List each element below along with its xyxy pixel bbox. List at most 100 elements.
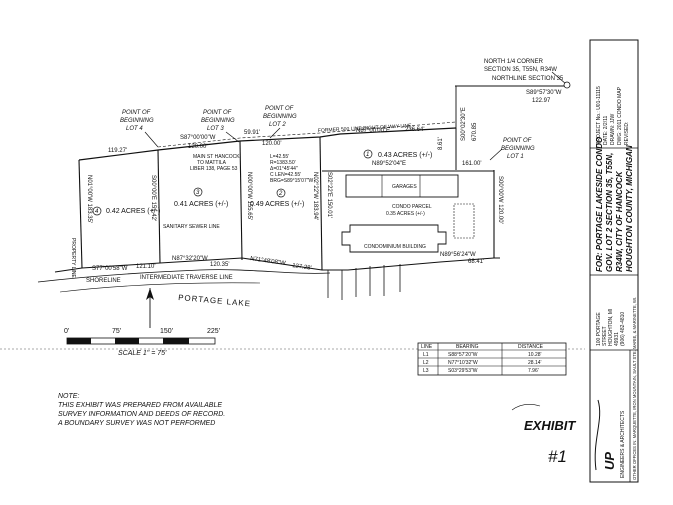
side-2: N02°22'W 183.94' xyxy=(312,172,318,220)
firm-offices: OTHER OFFICES IN: MARQUETTE, IRON MOUNTA… xyxy=(632,297,637,480)
dim-127-28: 127.28' xyxy=(292,263,312,272)
address-l1: 100 PORTAGE xyxy=(596,312,602,346)
lot4-lot3-line xyxy=(157,149,161,264)
title-line2: GOV. LOT 2 SECTION 35, T55N, xyxy=(605,153,614,272)
note-line3: A BOUNDARY SURVEY WAS NOT PERFORMED xyxy=(57,420,215,427)
line-table-row: S88°57'20"W xyxy=(448,352,478,358)
scale-75: 75' xyxy=(112,328,121,335)
dim-n87b: N87°32'20"W xyxy=(172,256,208,262)
side-2b: S02°22'E 150.01' xyxy=(326,172,332,218)
north-corner-marker xyxy=(563,81,571,89)
dim-n89: N89°52'04"E xyxy=(372,161,406,167)
line-table-row: L3 xyxy=(423,368,429,374)
dim-s87: S87°00'00"W xyxy=(180,135,216,141)
exhibit-number: #1 xyxy=(548,447,567,466)
dim-236-64: 236.64' xyxy=(405,127,425,133)
dim-120-35: 120.35' xyxy=(210,262,230,268)
project-number: PROJECT No.: U01-11115 xyxy=(596,86,602,145)
line-table-row: 7.96' xyxy=(528,368,539,374)
scale-bar: 0' 75' 150' 225' SCALE 1" = 75' xyxy=(64,328,220,357)
project-drawn: DRAWN: JJW xyxy=(610,114,616,145)
scale-text: SCALE 1" = 75' xyxy=(118,350,167,357)
pob-lot1-l3: LOT 1 xyxy=(507,154,524,160)
condo-parcel-label: CONDO PARCEL xyxy=(392,204,432,210)
curve-r: R=1383.50' xyxy=(270,160,296,166)
address-l5: (906) 482-4810 xyxy=(620,312,626,346)
offset-bearing: S00°02'30"E xyxy=(461,107,467,141)
project-revised: REVISED: xyxy=(624,122,630,145)
pob-lot1-leader xyxy=(489,148,503,161)
scale-0: 0' xyxy=(64,328,69,335)
title-block: PROJECT No.: U01-11115 DATE: 2/2/11 DRAW… xyxy=(589,39,639,483)
north-boundary-line xyxy=(78,127,457,161)
firm-name: ENGINEERS & ARCHITECTS xyxy=(620,410,626,478)
title-project-info: PROJECT No.: U01-11115 DATE: 2/2/11 DRAW… xyxy=(596,86,630,145)
dim-n87: N87°00'00"E xyxy=(356,128,390,134)
title-address: 100 PORTAGE STREET HOUGHTON, MI 49931 (9… xyxy=(596,309,626,346)
north-corner-line1: NORTH 1/4 CORNER xyxy=(484,59,544,65)
side-3a: S00°00'E 151.42' xyxy=(150,175,156,221)
title-line1: FOR: PORTAGE LAKESIDE CONDO xyxy=(595,136,604,272)
traverse-label: INTERMEDIATE TRAVERSE LINE xyxy=(140,275,233,281)
curve-data: L=42.55' R=1383.50' Δ=01°45'44" C LEN=42… xyxy=(270,154,314,184)
address-l4: 49931 xyxy=(614,332,620,346)
pob-lot4: POINT OF BEGINNING LOT 4 xyxy=(120,110,159,148)
pob-lot2-l3: LOT 2 xyxy=(269,122,286,128)
lot2-number: 2 xyxy=(278,191,283,197)
note-line2: SURVEY INFORMATION AND DEEDS OF RECORD. xyxy=(58,411,225,418)
dim-n89b: N89°56'24"W xyxy=(440,252,476,258)
exhibit-label: EXHIBIT xyxy=(524,418,576,433)
lot3-area: 0.41 ACRES (+/-) xyxy=(174,201,228,208)
pob-lot3-leader xyxy=(225,131,240,143)
pob-lot2-leader xyxy=(269,127,281,139)
dim-161-00: 161.00' xyxy=(462,161,482,167)
main-st-l2: TO MATTILA xyxy=(197,160,227,166)
project-dwg: DWG: 2011 CONDO MAP xyxy=(617,86,623,145)
exhibit-flourish xyxy=(511,404,541,411)
note-block: NOTE: THIS EXHIBIT WAS PREPARED FROM AVA… xyxy=(57,393,225,427)
line-table-h-bearing: BEARING xyxy=(456,344,479,350)
pob-lot3-l1: POINT OF xyxy=(203,110,232,116)
line-table-row: 28.14' xyxy=(528,360,542,366)
line-table-h-line: LINE xyxy=(421,344,433,350)
pob-lot1-l1: POINT OF xyxy=(503,138,532,144)
dim-8-61: 8.61' xyxy=(438,137,444,150)
pob-lot4-l2: BEGINNING xyxy=(120,118,154,124)
curve-delta: Δ=01°45'44" xyxy=(270,166,298,172)
scale-150: 150' xyxy=(160,328,173,335)
lot-labels: 4 0.42 ACRES (+/-) 3 0.41 ACRES (+/-) 2 … xyxy=(92,149,432,216)
lot4-area: 0.42 ACRES (+/-) xyxy=(106,208,160,215)
pob-lot3: POINT OF BEGINNING LOT 3 xyxy=(201,110,240,143)
line-table-h-distance: DISTANCE xyxy=(518,344,544,350)
shoreline-label: SHORELINE xyxy=(86,278,121,284)
pob-lot2: POINT OF BEGINNING LOT 2 xyxy=(263,106,297,139)
side-1: S00°00'W 120.00' xyxy=(497,176,503,224)
north-arrow-icon xyxy=(146,288,154,328)
lake-label: PORTAGE LAKE xyxy=(178,293,252,308)
shoreline-curve-2 xyxy=(59,282,261,293)
dim-s77: S77°00'58"W xyxy=(92,266,128,272)
pob-lot1-l2: BEGINNING xyxy=(501,146,535,152)
lot1-area: 0.43 ACRES (+/-) xyxy=(378,152,432,159)
title-description: FOR: PORTAGE LAKESIDE CONDO GOV. LOT 2 S… xyxy=(595,136,634,272)
south-boundary: SHORELINE INTERMEDIATE TRAVERSE LINE S77… xyxy=(37,252,500,308)
line-table-row: 10.28' xyxy=(528,352,542,358)
title-line3: R34W, CITY OF HANCOCK xyxy=(615,170,624,272)
line-table: LINE BEARING DISTANCE L1 S88°57'20"W 10.… xyxy=(417,342,567,376)
dim-59-91: 59.91' xyxy=(244,130,260,136)
property-line-label: PROPERTY LINE xyxy=(70,238,76,278)
north-boundary: FORMER 500 LINE RIGHT OF WAY LINE 119.27… xyxy=(78,121,457,161)
firm-initials: UP xyxy=(602,452,617,470)
lot-lines xyxy=(78,128,495,271)
lot4-west-line xyxy=(78,159,83,269)
line-table-row: L2 xyxy=(423,360,429,366)
condo-acres-label: 0.35 ACRES (+/-) xyxy=(386,211,425,217)
address-l2: STREET xyxy=(602,326,608,346)
lot4-circle xyxy=(92,206,102,216)
shed-outline xyxy=(453,203,475,239)
main-st-l3: LIBER 138, PAGE 53 xyxy=(190,166,238,172)
lot1-improvements: N89°52'04"E 161.00' GARAGES CONDO PARCEL… xyxy=(327,161,482,300)
line-table-row: S03°29'53"W xyxy=(448,368,478,374)
dim-68-41: 68.41' xyxy=(468,259,484,265)
pob-lot4-leader xyxy=(144,131,159,148)
